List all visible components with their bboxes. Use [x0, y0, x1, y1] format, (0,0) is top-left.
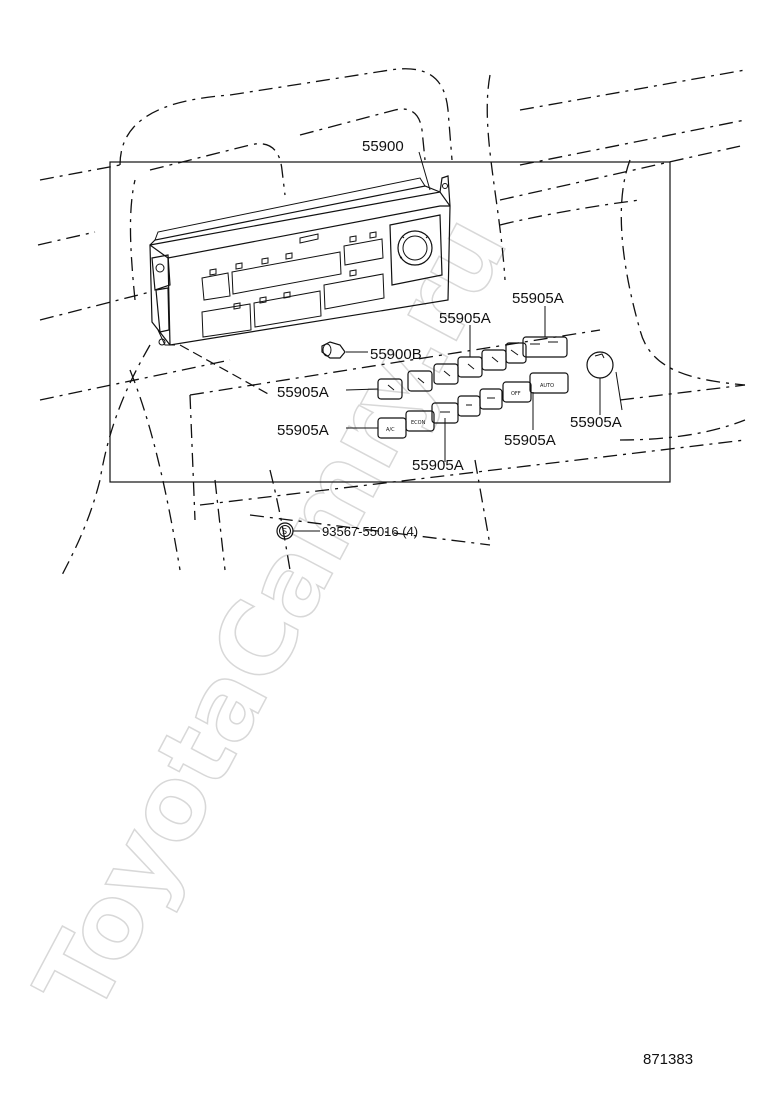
- leader-lines: [293, 151, 623, 532]
- label-55905a-left-upper: 55905A: [277, 384, 329, 401]
- label-55905a-upper-right: 55905A: [512, 290, 564, 307]
- screw-symbol: S: [282, 527, 287, 536]
- bulb-part: [321, 341, 346, 359]
- figure-number: 871383: [643, 1051, 693, 1068]
- diagram-frame: [109, 161, 671, 483]
- label-55905a-mid: 55905A: [439, 310, 491, 327]
- label-93567-55016: 93567-55016 (4): [322, 524, 418, 539]
- label-55900b: 55900B: [370, 346, 422, 363]
- dashboard-outline: [37, 68, 746, 576]
- label-55905a-bottom-right: 55905A: [504, 432, 556, 449]
- button-off-text: OFF: [511, 391, 521, 397]
- screw-part: S: [276, 522, 294, 540]
- button-auto-text: AUTO: [540, 383, 554, 389]
- label-55905a-dial: 55905A: [570, 414, 622, 431]
- label-55905a-bottom-center: 55905A: [412, 457, 464, 474]
- button-econ-text: ECON: [411, 420, 426, 426]
- button-ac-text: A/C: [386, 427, 395, 433]
- label-55905a-left-lower: 55905A: [277, 422, 329, 439]
- knob-row-upper: [377, 336, 568, 400]
- dial-knob: [586, 351, 614, 379]
- knob-row-lower: A/C ECON OFF AUTO: [377, 372, 569, 439]
- label-55900: 55900: [362, 138, 404, 155]
- control-panel-assembly: [149, 175, 451, 346]
